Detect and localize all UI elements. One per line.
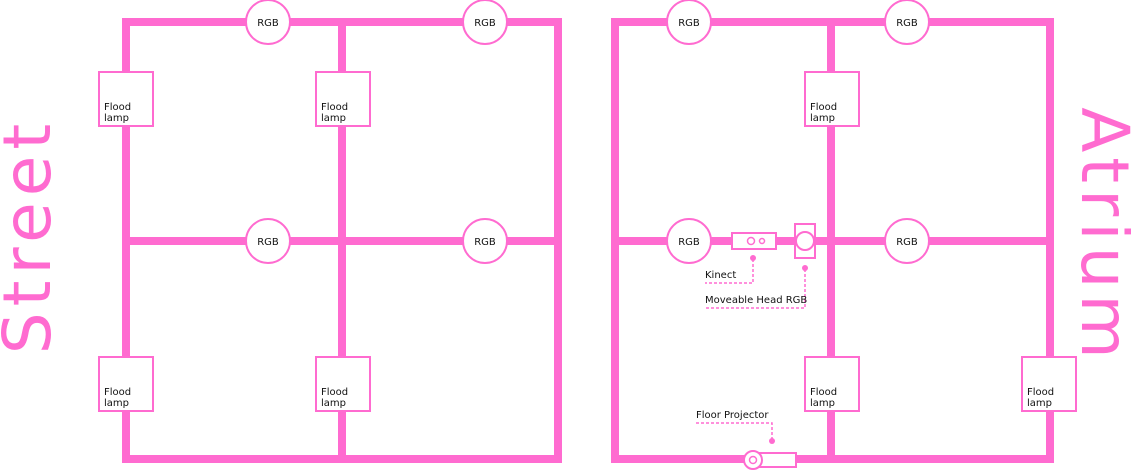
rgb-label: RGB	[896, 18, 918, 29]
floor-projector-leader-line	[696, 422, 773, 440]
floor-projector-label: Floor Projector	[696, 410, 769, 421]
flood-label-line1: Flood	[810, 102, 837, 113]
rgb-label: RGB	[257, 237, 279, 248]
atrium-rgb-fixture	[666, 0, 712, 45]
flood-label-line2: lamp	[1027, 398, 1052, 409]
street-flood-lamp	[98, 71, 154, 127]
street-rgb-fixture	[245, 0, 291, 45]
rgb-label: RGB	[678, 237, 700, 248]
street-rgb-fixture	[462, 218, 508, 264]
flood-label-line2: lamp	[321, 113, 346, 124]
rgb-label: RGB	[678, 18, 700, 29]
flood-label-line1: Flood	[321, 102, 348, 113]
atrium-rgb-fixture	[884, 0, 930, 45]
street-flood-lamp	[315, 71, 371, 127]
flood-label-line1: Flood	[1027, 387, 1054, 398]
kinect-label: Kinect	[705, 270, 736, 281]
atrium-flood-lamp	[804, 356, 860, 412]
rgb-label: RGB	[474, 237, 496, 248]
flood-label-line2: lamp	[321, 398, 346, 409]
street-rgb-fixture	[245, 218, 291, 264]
kinect-device	[731, 232, 777, 250]
atrium-rgb-fixture	[884, 218, 930, 264]
street-rgb-fixture	[462, 0, 508, 45]
floor-projector-device	[743, 450, 797, 470]
street-flood-lamp	[315, 356, 371, 412]
atrium-flood-lamp	[804, 71, 860, 127]
kinect-leader-line	[705, 259, 754, 284]
floor-projector-leader-dot	[769, 438, 775, 444]
flood-label-line1: Flood	[321, 387, 348, 398]
street-title: Street	[0, 117, 66, 355]
street-flood-lamp	[98, 356, 154, 412]
moving-head-leader-line	[705, 269, 806, 309]
moving-head-device	[794, 223, 816, 259]
rgb-label: RGB	[896, 237, 918, 248]
flood-label-line1: Flood	[104, 102, 131, 113]
flood-label-line2: lamp	[104, 398, 129, 409]
flood-label-line1: Flood	[104, 387, 131, 398]
rgb-label: RGB	[257, 18, 279, 29]
moving-head-label: Moveable Head RGB	[705, 295, 807, 306]
rgb-label: RGB	[474, 18, 496, 29]
flood-label-line2: lamp	[810, 113, 835, 124]
flood-label-line2: lamp	[104, 113, 129, 124]
flood-label-line2: lamp	[810, 398, 835, 409]
kinect-leader-dot	[750, 255, 756, 261]
atrium-flood-lamp	[1021, 356, 1077, 412]
atrium-title: Atrium	[1066, 107, 1131, 365]
atrium-rgb-fixture	[666, 218, 712, 264]
flood-label-line1: Flood	[810, 387, 837, 398]
moving-head-leader-dot	[802, 265, 808, 271]
